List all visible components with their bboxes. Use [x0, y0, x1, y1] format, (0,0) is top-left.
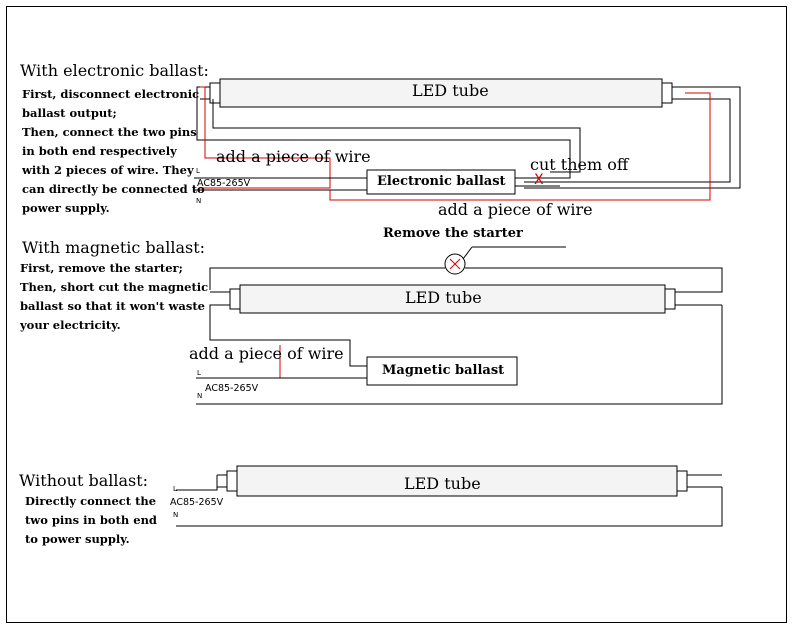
electronic-desc-line: Then, connect the two pins	[22, 125, 197, 139]
electronic-led-tube	[219, 78, 663, 108]
magnetic-voltage-label: AC85-265V	[205, 383, 259, 394]
electronic-desc-line: ballast output;	[22, 106, 117, 120]
magnetic-desc-line: Then, short cut the magnetic	[20, 280, 209, 294]
starter-label: Remove the starter	[383, 226, 523, 241]
electronic-diagram	[194, 78, 741, 201]
magnetic-desc-line: First, remove the starter;	[20, 261, 183, 275]
without-tube-label: LED tube	[404, 474, 481, 493]
diagram-frame	[6, 6, 787, 623]
without-L-label: L	[173, 485, 177, 493]
cut-mark: X	[534, 172, 544, 188]
without-voltage-label: AC85-265V	[170, 497, 224, 508]
electronic-tube-endcap-right	[661, 82, 673, 104]
magnetic-heading: With magnetic ballast:	[22, 238, 206, 257]
electronic-heading: With electronic ballast:	[20, 61, 209, 80]
electronic-add-wire-label-2: add a piece of wire	[438, 200, 593, 219]
without-desc-line: to power supply.	[25, 532, 130, 546]
without-desc: Directly connect the two pins in both en…	[25, 492, 157, 549]
magnetic-desc: First, remove the starter; Then, short c…	[20, 259, 208, 335]
without-led-tube	[236, 465, 678, 497]
without-N-label: N	[173, 511, 179, 519]
electronic-desc-line: with 2 pieces of wire. They	[22, 163, 194, 177]
magnetic-add-wire-label: add a piece of wire	[189, 344, 344, 363]
magnetic-led-tube	[239, 284, 666, 314]
without-diagram	[176, 465, 723, 527]
electronic-L-label: L	[196, 167, 200, 175]
magnetic-N-label: N	[197, 392, 203, 400]
electronic-tube-endcap-left	[209, 82, 221, 104]
magnetic-L-label: L	[197, 369, 201, 377]
magnetic-diagram	[196, 246, 723, 405]
electronic-desc: First, disconnect electronic ballast out…	[22, 85, 205, 218]
electronic-voltage-label: AC85-265V	[197, 178, 251, 189]
magnetic-desc-line: your electricity.	[20, 318, 121, 332]
electronic-desc-line: can directly be connected to	[22, 182, 205, 196]
without-heading: Without ballast:	[19, 471, 149, 490]
electronic-ballast-box	[366, 169, 516, 195]
electronic-desc-line: First, disconnect electronic	[22, 87, 200, 101]
without-desc-line: two pins in both end	[25, 513, 157, 527]
electronic-tube-label: LED tube	[412, 81, 489, 100]
magnetic-ballast-label: Magnetic ballast	[382, 363, 505, 378]
electronic-desc-line: power supply.	[22, 201, 110, 215]
electronic-cut-label: cut them off	[530, 155, 629, 174]
magnetic-ballast-box	[366, 356, 518, 386]
magnetic-desc-line: ballast so that it won't waste	[20, 299, 205, 313]
electronic-add-wire-label-1: add a piece of wire	[216, 147, 371, 166]
magnetic-tube-label: LED tube	[405, 288, 482, 307]
without-desc-line: Directly connect the	[25, 494, 157, 508]
electronic-ballast-label: Electronic ballast	[377, 174, 506, 189]
electronic-N-label: N	[196, 197, 202, 205]
electronic-desc-line: in both end respectively	[22, 144, 177, 158]
